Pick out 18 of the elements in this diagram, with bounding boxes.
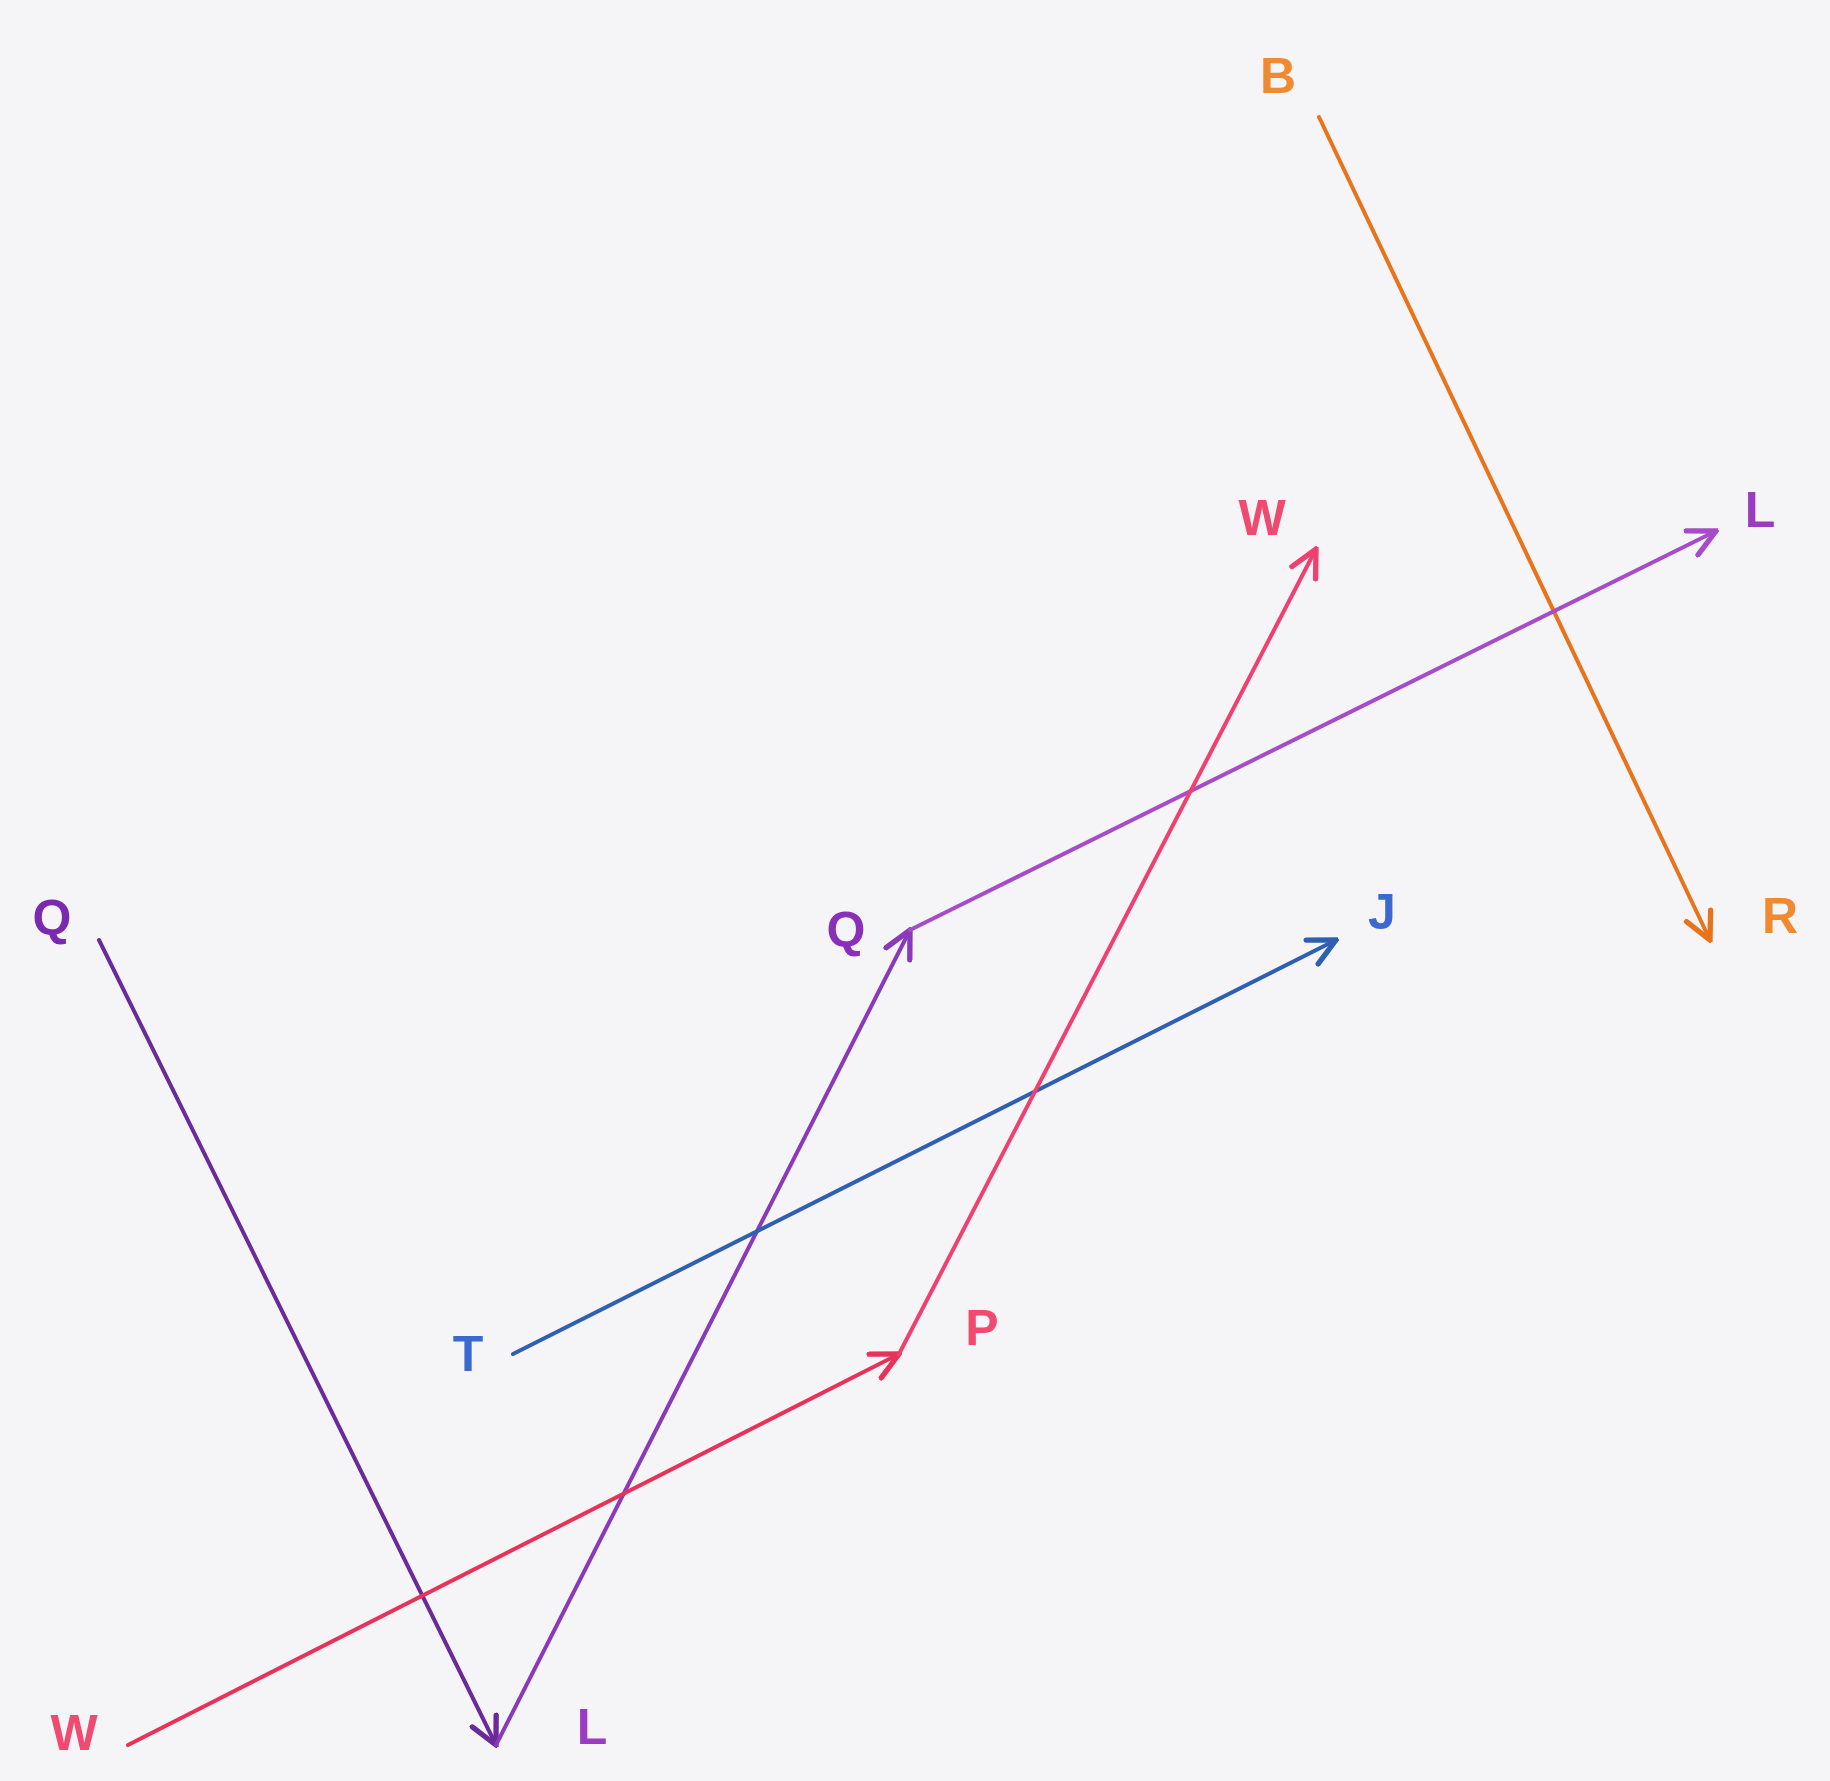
vector-arrow xyxy=(908,528,1719,932)
point-label: W xyxy=(1240,490,1284,546)
point-label: L xyxy=(1738,482,1782,538)
vector-arrow xyxy=(1317,115,1714,943)
point-label: R xyxy=(1758,888,1802,944)
vector-arrow xyxy=(511,937,1339,1356)
point-label: B xyxy=(1256,48,1300,104)
point-label: J xyxy=(1360,884,1404,940)
point-label: Q xyxy=(824,902,868,958)
point-label: Q xyxy=(30,890,74,946)
point-label: T xyxy=(446,1326,490,1382)
vector-arrow xyxy=(494,927,913,1747)
vector-arrow xyxy=(126,1351,902,1747)
point-label: P xyxy=(960,1300,1004,1356)
point-label: L xyxy=(570,1699,614,1755)
vector-arrow xyxy=(97,938,499,1748)
point-label: W xyxy=(52,1705,96,1761)
vector-arrow xyxy=(897,546,1319,1356)
